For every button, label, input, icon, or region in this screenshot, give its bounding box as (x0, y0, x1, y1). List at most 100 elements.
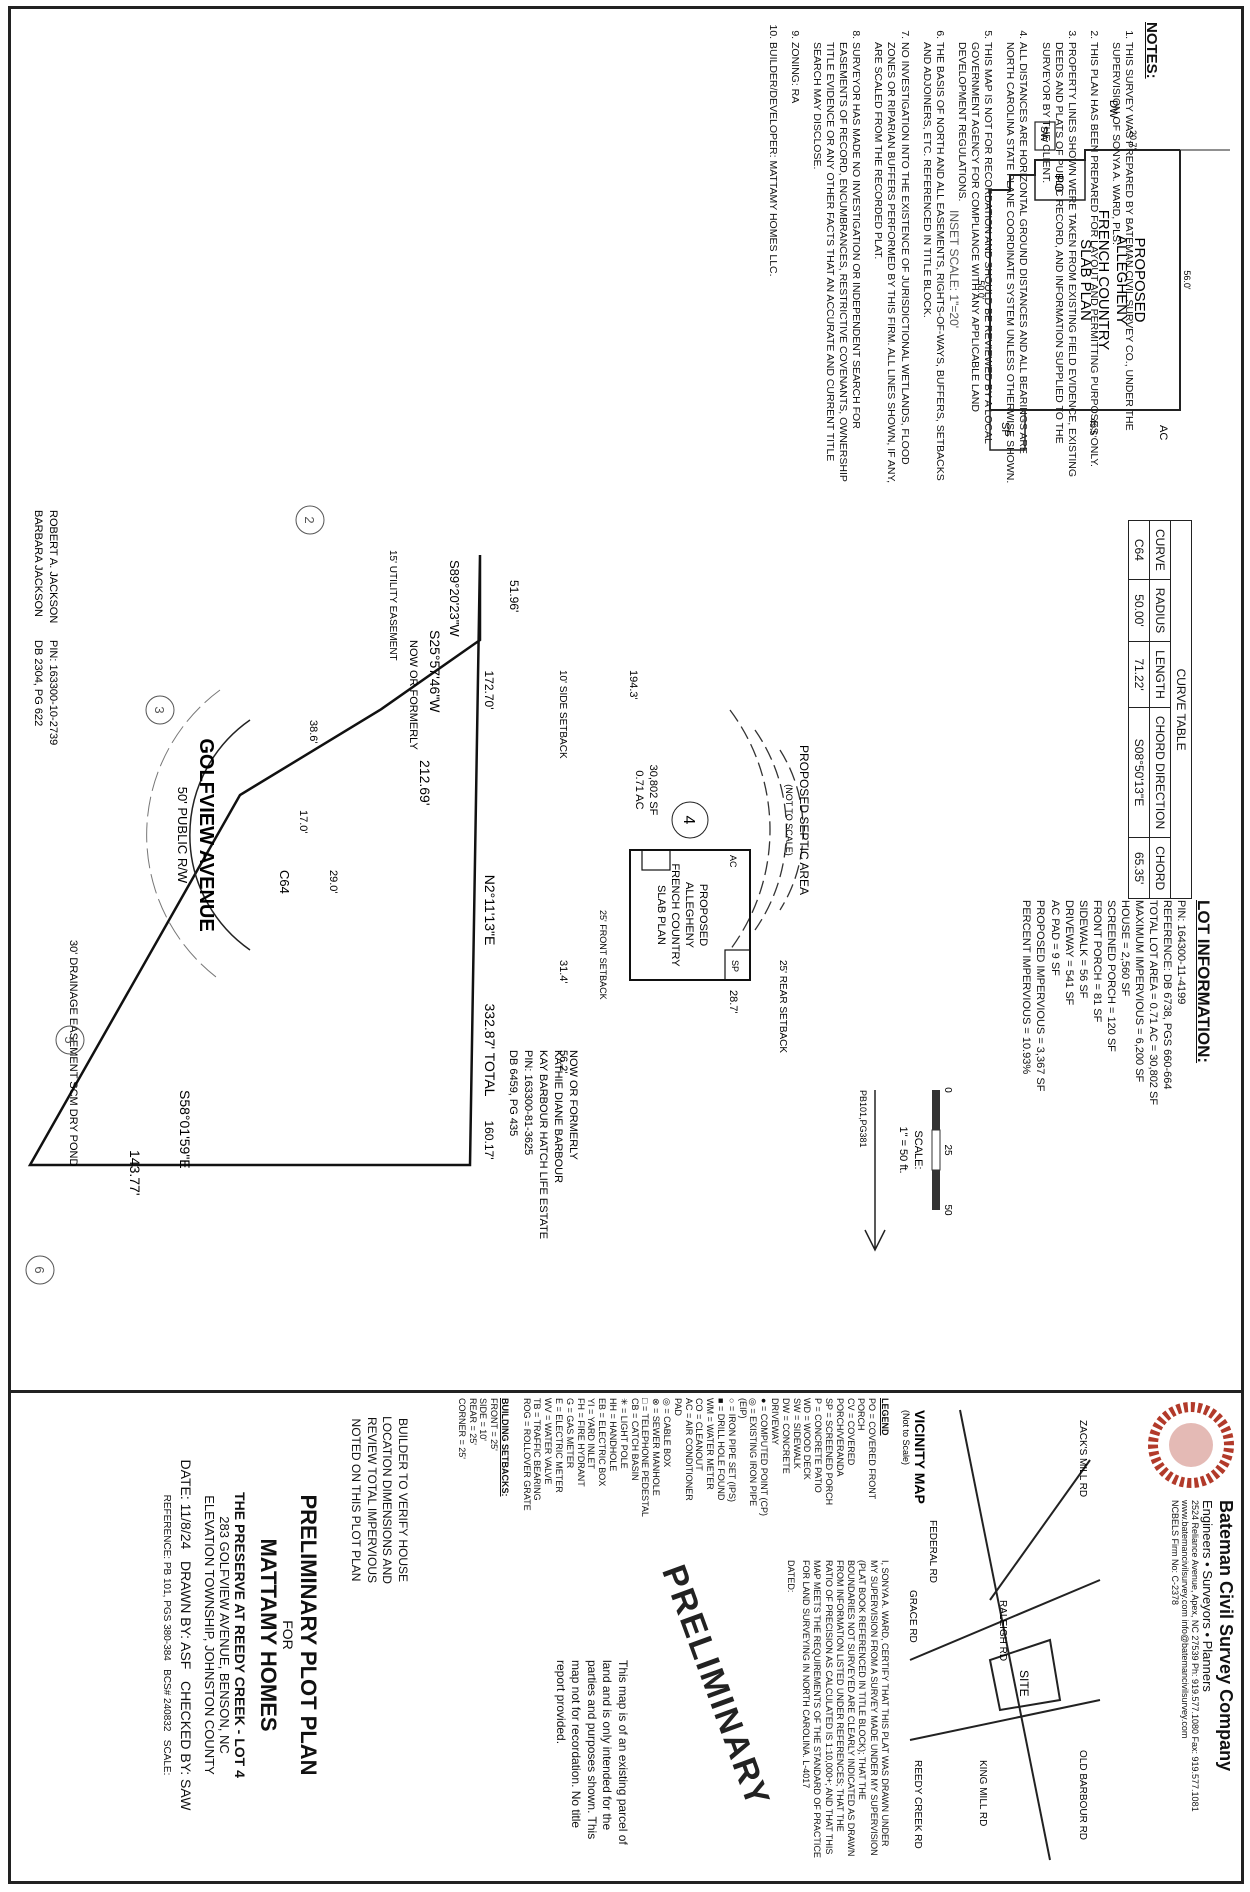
setback-items: FRONT = 25'SIDE = 10'REAR = 25'CORNER = … (456, 1398, 499, 1528)
builder-note: BUILDER TO VERIFY HOUSE LOCATION DIMENSI… (349, 1416, 410, 1584)
bearing-west-top-len: 51.96' (507, 580, 521, 612)
lot-number-circle (671, 801, 709, 839)
site-polygon (988, 1638, 1062, 1712)
adjoiner-right-line-3: PIN: 163300-81-3625 (522, 1050, 534, 1155)
neighbor-lot-5: 5 (62, 1036, 77, 1043)
company-tagline: Engineers • Surveyors • Planners (1200, 1500, 1215, 1692)
bearing-north-a: 172.70' (482, 671, 496, 710)
title-reference: REFERENCE: PB 101, PGS 380-384 (160, 1494, 172, 1661)
inset-title-1: PROPOSED (1131, 237, 1148, 322)
inset-sw-label: SW (1038, 126, 1049, 143)
project-address: 283 GOLFVIEW AVENUE, BENSON, NC (216, 1516, 232, 1754)
legend-item: E = ELECTRIC METER (554, 1398, 565, 1493)
lot-info-heading: LOT INFORMATION: (1194, 900, 1213, 1064)
vicinity-title: VICINITY MAP (912, 1410, 928, 1504)
setback-item: CORNER = 25' (456, 1398, 467, 1459)
certification: I, SONYA A. WARD, CERTIFY THAT THIS PLAT… (785, 1560, 890, 1860)
inset-dim-bottom: 50.0' (976, 280, 986, 300)
lot-number: 4 (680, 816, 697, 825)
project-name: THE PRESERVE AT REEDY CREEK - LOT 4 (231, 1492, 248, 1778)
legend-item: □ = TELEPHONE PEDESTAL (640, 1398, 651, 1517)
note-item: NO INVESTIGATION INTO THE EXISTENCE OF J… (871, 42, 910, 492)
legend-item: CO = CLEANOUT (694, 1398, 705, 1471)
neighbor-lot-circle-3 (145, 695, 175, 725)
plan-title: PRELIMINARY PLOT PLAN (296, 1494, 321, 1776)
road-raleigh: RALEIGH RD (997, 1600, 1008, 1661)
road-zacks: ZACK'S MILL RD (1077, 1420, 1088, 1497)
dim-6: 31.4' (557, 960, 569, 984)
site-plan: PROPOSED ALLEGHENY FRENCH COUNTRY SLAB P… (25, 505, 811, 1285)
legend-item: ◎ = CABLE BOX (662, 1398, 673, 1468)
house-sp-label: SP (730, 960, 740, 972)
inset-sw-box (1034, 121, 1056, 151)
curve-table-cell: C64 (1128, 520, 1150, 580)
legend-item: ○ = IRON PIPE SET (IPS) (726, 1398, 737, 1503)
legend-item: ◎ = EXISTING IRON PIPE (EIP) (737, 1398, 759, 1507)
inset-dim-left: 20.7' (1128, 130, 1138, 150)
adjoiner-right-line-4: DB 6459, PG 435 (507, 1050, 519, 1136)
dim-5: 28.7' (727, 990, 739, 1014)
house-footprint (629, 849, 751, 981)
house-title-3: FRENCH COUNTRY (669, 863, 681, 967)
certification-text: I, SONYA A. WARD, CERTIFY THAT THIS PLAT… (801, 1560, 890, 1858)
scale-label-0: 0 (942, 1087, 953, 1093)
street-edge-1 (189, 719, 251, 951)
legend-item: TB = TRAFFIC BEARING (532, 1398, 543, 1501)
adjoiner-left: NOW OR FORMERLY (407, 640, 419, 750)
scale-label-50: 50 (942, 1204, 953, 1216)
title-scale: SCALE: (160, 1739, 172, 1776)
lot-info-line: SCREENED PORCH = 120 SF (1104, 900, 1117, 1052)
legend-item: HH = HANDHOLE (608, 1398, 619, 1472)
legend-item: ● = COMPUTED POINT (CP) (759, 1398, 770, 1517)
adjoiner-right-line-0: NOW OR FORMERLY (567, 1050, 579, 1160)
dim-7: 56.2' (557, 1050, 569, 1074)
road-federal: FEDERAL RD (927, 1520, 938, 1583)
road-old-barbour: OLD BARBOUR RD (1077, 1750, 1088, 1840)
company-firm: NCBELS Firm No: C-2378 (1170, 1500, 1180, 1606)
bearing-north-total: 332.87' TOTAL (482, 1004, 498, 1097)
inset-sp-box (989, 409, 1026, 451)
lot-info-line: TOTAL LOT AREA = 0.71 AC = 30,802 SF (1147, 900, 1160, 1106)
neighbor-lots: 2 3 5 6 (25, 505, 325, 1285)
curve-table-cell: S08°50'13"E (1128, 707, 1150, 838)
title-date: DATE: 11/8/24 (177, 1459, 194, 1550)
neighbor-lot-6: 6 (32, 1266, 47, 1273)
septic-arc-3 (729, 709, 771, 951)
adjoiner-group: ROBERT A. JACKSON BARBARA JACKSON PIN: 1… (32, 510, 579, 1239)
building-setbacks: BUILDING SETBACKS: FRONT = 25'SIDE = 10'… (456, 1398, 510, 1528)
legend-item: AC = AIR CONDITIONER PAD (672, 1398, 694, 1501)
neighbor-lot-2: 2 (302, 516, 317, 523)
septic-label: PROPOSED SEPTIC AREA (797, 745, 811, 895)
scale-ref: PB101,PG381 (858, 1090, 868, 1148)
scale-seg-1 (932, 1090, 940, 1130)
legend-item: ⊗ = SEWER MANHOLE (651, 1398, 662, 1496)
dim-2: 38.6' (307, 720, 319, 744)
lot-info-line: PERCENT IMPERVIOUS = 10.93% (1020, 900, 1033, 1075)
curve-table-header-cell: CURVE (1149, 520, 1171, 580)
house-porch (641, 849, 671, 871)
bearing-se: S58°01'59"E (177, 1090, 193, 1169)
inset-title-2: ALLEGHENY (1113, 235, 1130, 325)
legend-item: SW = SIDEWALK (791, 1398, 802, 1469)
road-line-1 (959, 1409, 1051, 1861)
legend-item: WV = WATER VALVE (543, 1398, 554, 1485)
scale-label-25: 25 (942, 1144, 953, 1156)
curve-table-header-cell: LENGTH (1149, 641, 1171, 708)
lot-info-line: FRONT PORCH = 81 SF (1090, 900, 1103, 1023)
setback-item: REAR = 25' (467, 1398, 478, 1445)
curve-table-header-cell: CHORD DIRECTION (1149, 707, 1171, 838)
inset-po-box (1034, 159, 1086, 201)
house-sp (724, 949, 751, 981)
company-address: 2524 Reliance Avenue, Apex, NC 27539 Ph:… (1190, 1500, 1200, 1812)
bearing-sw-len: 212.69' (417, 760, 433, 806)
legend-item: ROG = ROLLOVER GRATE (521, 1398, 532, 1511)
adjoiner-left-line-4: DB 2304, PG 622 (32, 640, 44, 726)
note-item: ZONING: RA (788, 42, 801, 492)
legend-item: EB = ELECTRIC BOX (597, 1398, 608, 1487)
dim-1: 194.3' (627, 670, 639, 700)
septic-arc-1 (779, 749, 804, 911)
